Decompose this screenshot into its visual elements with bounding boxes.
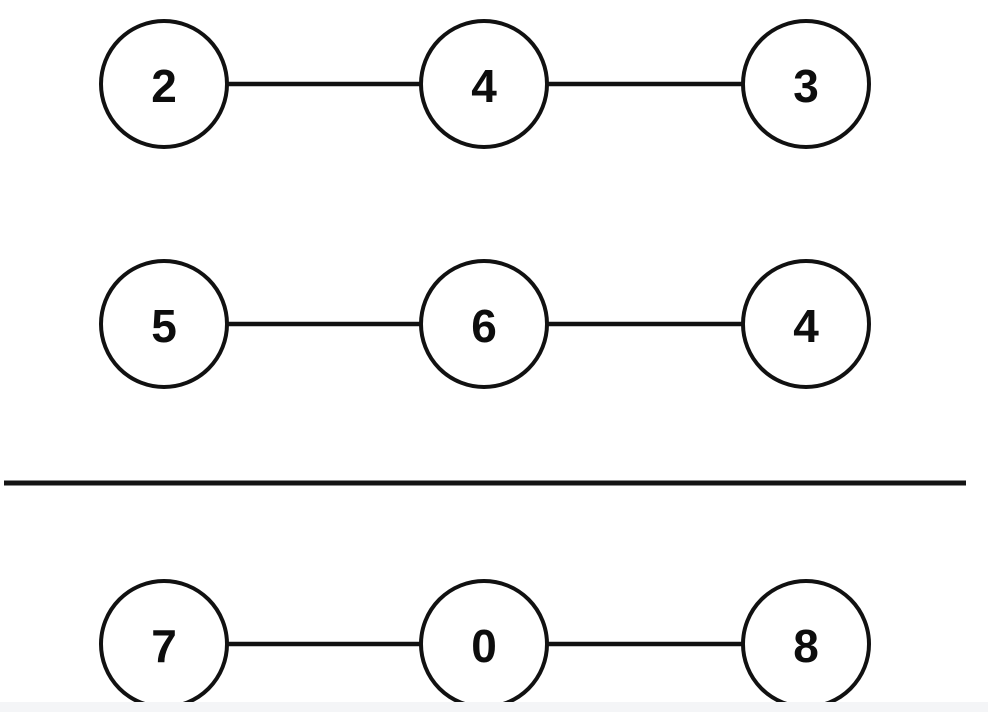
node-label: 6 [471,300,497,352]
edge-n2-to-n4 [228,75,443,93]
edge-n6-to-n4 [548,315,765,333]
node-label: 5 [151,300,177,352]
node-circle[interactable] [741,19,871,149]
chain-row-2: 5 6 4 [99,259,871,389]
node-label: 3 [793,60,819,112]
node-circle[interactable] [99,19,229,149]
edge-n7-to-n0 [228,635,443,653]
node-0[interactable]: 0 [419,579,549,709]
node-8[interactable]: 8 [741,579,871,709]
node-label: 8 [793,620,819,672]
node-4-row2[interactable]: 4 [741,259,871,389]
edge-n5-to-n6 [228,315,443,333]
node-label: 7 [151,620,177,672]
node-4-row1[interactable]: 4 [419,19,549,149]
node-label: 4 [793,300,819,352]
node-circle[interactable] [99,259,229,389]
node-6[interactable]: 6 [419,259,549,389]
edge-n4-to-n3 [548,75,765,93]
edge-n0-to-n8 [548,635,765,653]
node-3[interactable]: 3 [741,19,871,149]
node-label: 4 [471,60,497,112]
node-circle[interactable] [419,19,549,149]
node-label: 0 [471,620,497,672]
node-circle[interactable] [741,259,871,389]
node-5[interactable]: 5 [99,259,229,389]
node-2[interactable]: 2 [99,19,229,149]
node-7[interactable]: 7 [99,579,229,709]
chain-row-1: 2 4 3 [99,19,871,149]
chain-row-3: 7 0 8 [99,579,871,709]
bottom-band [0,702,988,712]
node-circle[interactable] [419,259,549,389]
node-label: 2 [151,60,177,112]
